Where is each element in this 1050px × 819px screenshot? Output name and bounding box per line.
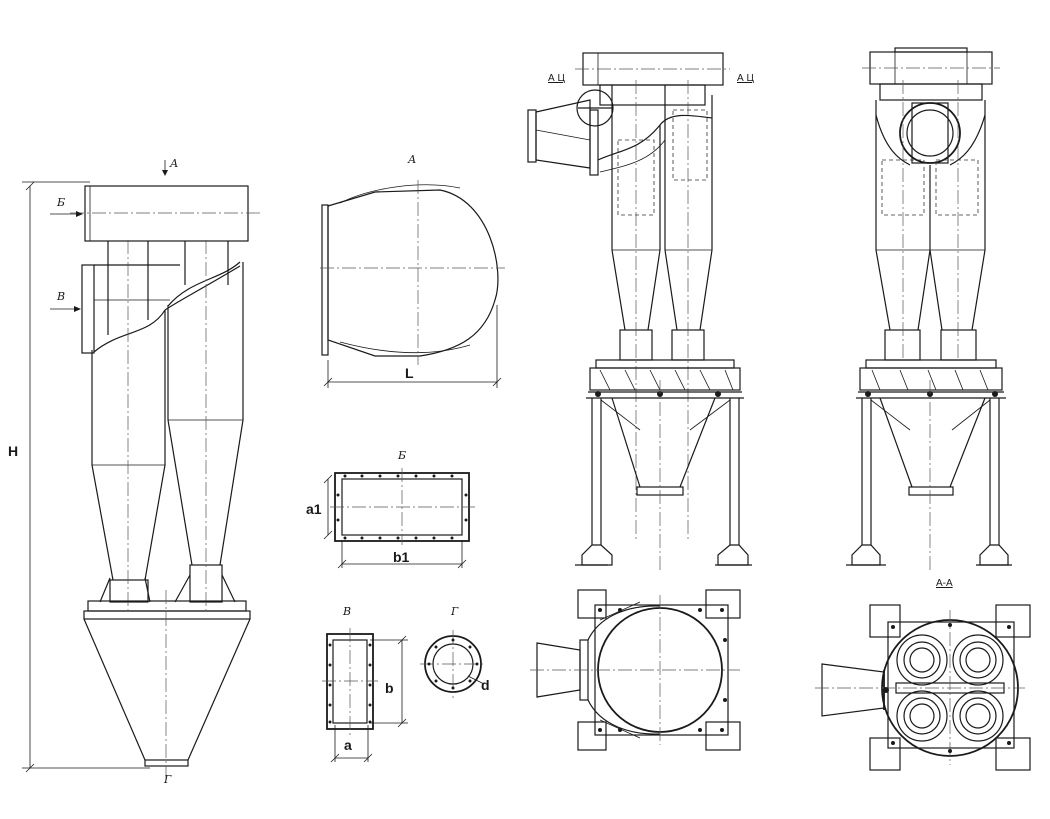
section-mark-right: А Ц (737, 73, 754, 84)
plan-bolts (598, 608, 727, 732)
dimension-b-label: b (385, 680, 394, 696)
arrow-b-label: Б (56, 196, 65, 209)
section-cyclone-bottom-right (952, 690, 1004, 742)
arrow-v-label: В (56, 290, 65, 303)
view-v-title: В (342, 605, 351, 618)
flange-b-bolt-holes (336, 474, 468, 540)
view-arrow-a-label: А (169, 157, 178, 170)
plan-view (530, 589, 741, 751)
section-cyclone-bottom-left (896, 690, 948, 742)
dimension-d-label: d (481, 677, 490, 693)
section-cyclone-top-right (952, 634, 1004, 686)
main-side-view: H А Б В Г (8, 157, 260, 786)
section-aa-label: А-А (936, 578, 953, 589)
view-b-outlet-flange: Б a1 b1 (306, 449, 475, 569)
dimension-a1-label: a1 (306, 501, 322, 517)
view-b-title: Б (397, 449, 406, 462)
dimension-l-label: L (405, 365, 414, 381)
flange-v-bolt-holes (328, 643, 372, 724)
dimension-b1-label: b1 (393, 549, 410, 565)
section-mark-left: А Ц (548, 73, 565, 84)
dimension-a-label: a (344, 737, 352, 753)
section-bolts (891, 623, 1011, 753)
dimension-h-label: H (8, 443, 18, 459)
section-cyclone-top-left (896, 634, 948, 686)
view-a-title: А (407, 153, 416, 166)
bottom-g-label: Г (163, 773, 172, 786)
flange-g-bolt-holes (427, 638, 479, 690)
view-g-round-flange: Г d (420, 605, 490, 698)
view-g-title: Г (450, 605, 459, 618)
section-a-a-view: А-А (815, 578, 1031, 771)
front-elevation-view: А Ц А Ц (527, 52, 754, 570)
side-elevation-view (846, 47, 1012, 570)
view-a-inlet: А L (320, 153, 505, 388)
view-v-inlet-flange: В b a (322, 605, 408, 763)
